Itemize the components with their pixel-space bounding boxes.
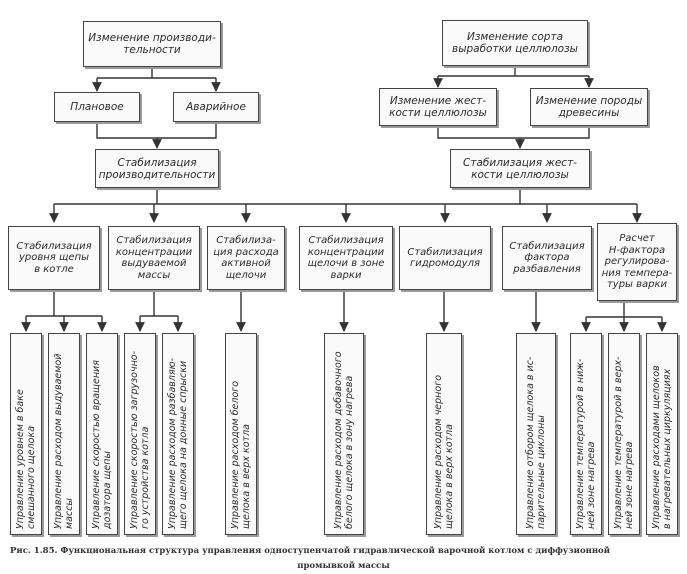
box-planned: Плановое	[54, 92, 140, 122]
control-loop-label: Управление скоростью загрузочно- го устр…	[129, 350, 151, 529]
box-grade-change: Изменение сорта выработки целлюлозы	[442, 20, 588, 66]
control-loop-label: Управление отбором щелока в ис- паритель…	[525, 356, 547, 529]
box-hardness-stabilization: Стабилизация жест- кости целлюлозы	[450, 149, 590, 188]
control-loop-label: Управление расходом разбавляю- щего щело…	[167, 357, 189, 529]
box-active-alkali-stab: Стабилиза- ция расхода активной щелочи	[207, 226, 285, 290]
box-hydromodule-stab: Стабилизация гидромодуля	[399, 226, 491, 290]
box-chip-level-stab: Стабилизация уровня щепы в котле	[8, 226, 100, 290]
box-blow-consistency-stab: Стабилизация концентрации выдуваемой мас…	[108, 226, 200, 290]
figure-caption: Рис. 1.85. Функциональная структура упра…	[10, 546, 611, 556]
box-emergency: Аварийное	[173, 92, 259, 122]
box-feeder-speed: Управление скоростью загрузочно- го устр…	[124, 333, 156, 535]
box-additional-white-liquor: Управление расходом добавочного белого щ…	[324, 333, 364, 535]
connector-merge	[437, 126, 590, 139]
box-dilution-factor-stab: Стабилизация фактора разбавления	[502, 226, 592, 290]
box-blow-flow: Управление расходом выдуваемой массы	[48, 333, 80, 535]
box-alkali-concentration-stab: Стабилизация концентрации щелочи в зоне …	[299, 226, 393, 290]
control-loop-label: Управление расходом белого щелока в верх…	[230, 380, 252, 529]
control-loop-label: Управление расходами щелоков в нагревате…	[651, 365, 673, 529]
control-loop-label: Управление расходом выдуваемой массы	[53, 353, 75, 529]
box-dilution-liquor-flow: Управление расходом разбавляю- щего щело…	[162, 333, 194, 535]
box-heating-circulation-flows: Управление расходами щелоков в нагревате…	[646, 333, 678, 535]
box-h-factor-calc: Расчет Н-фактора регулирова- ния темпера…	[597, 223, 677, 301]
control-loop-label: Управление расходом добавочного белого щ…	[333, 351, 355, 529]
control-loop-label: Управление скоростью вращения дозатора щ…	[91, 360, 113, 529]
box-hardness-change: Изменение жест- кости целлюлозы	[379, 88, 497, 126]
control-loop-label: Управление температурой в ниж- ней зоне …	[575, 358, 597, 529]
box-upper-heating-temp: Управление температурой в верх- ней зоне…	[608, 333, 640, 535]
box-black-liquor-top: Управление расходом черного щелока в вер…	[426, 333, 462, 535]
control-loop-label: Управление уровнем в баке смешанного щел…	[15, 389, 37, 529]
box-lower-heating-temp: Управление температурой в ниж- ней зоне …	[570, 333, 602, 535]
box-white-liquor-top: Управление расходом белого щелока в верх…	[225, 333, 257, 535]
box-liquor-extraction: Управление отбором щелока в ис- паритель…	[516, 333, 556, 535]
figure-caption-continued: промывкой массы	[297, 561, 390, 571]
box-production-change: Изменение производи- тельности	[83, 21, 221, 67]
box-chip-meter-speed: Управление скоростью вращения дозатора щ…	[86, 333, 118, 535]
box-wood-change: Изменение породы древесины	[530, 88, 648, 126]
control-loop-label: Управление расходом черного щелока в вер…	[433, 374, 455, 529]
control-loop-label: Управление температурой в верх- ней зоне…	[613, 356, 635, 529]
connector-merge	[96, 122, 217, 139]
box-production-stabilization: Стабилизация производительности	[95, 149, 219, 188]
box-mixed-liquor-tank-level: Управление уровнем в баке смешанного щел…	[10, 333, 42, 535]
